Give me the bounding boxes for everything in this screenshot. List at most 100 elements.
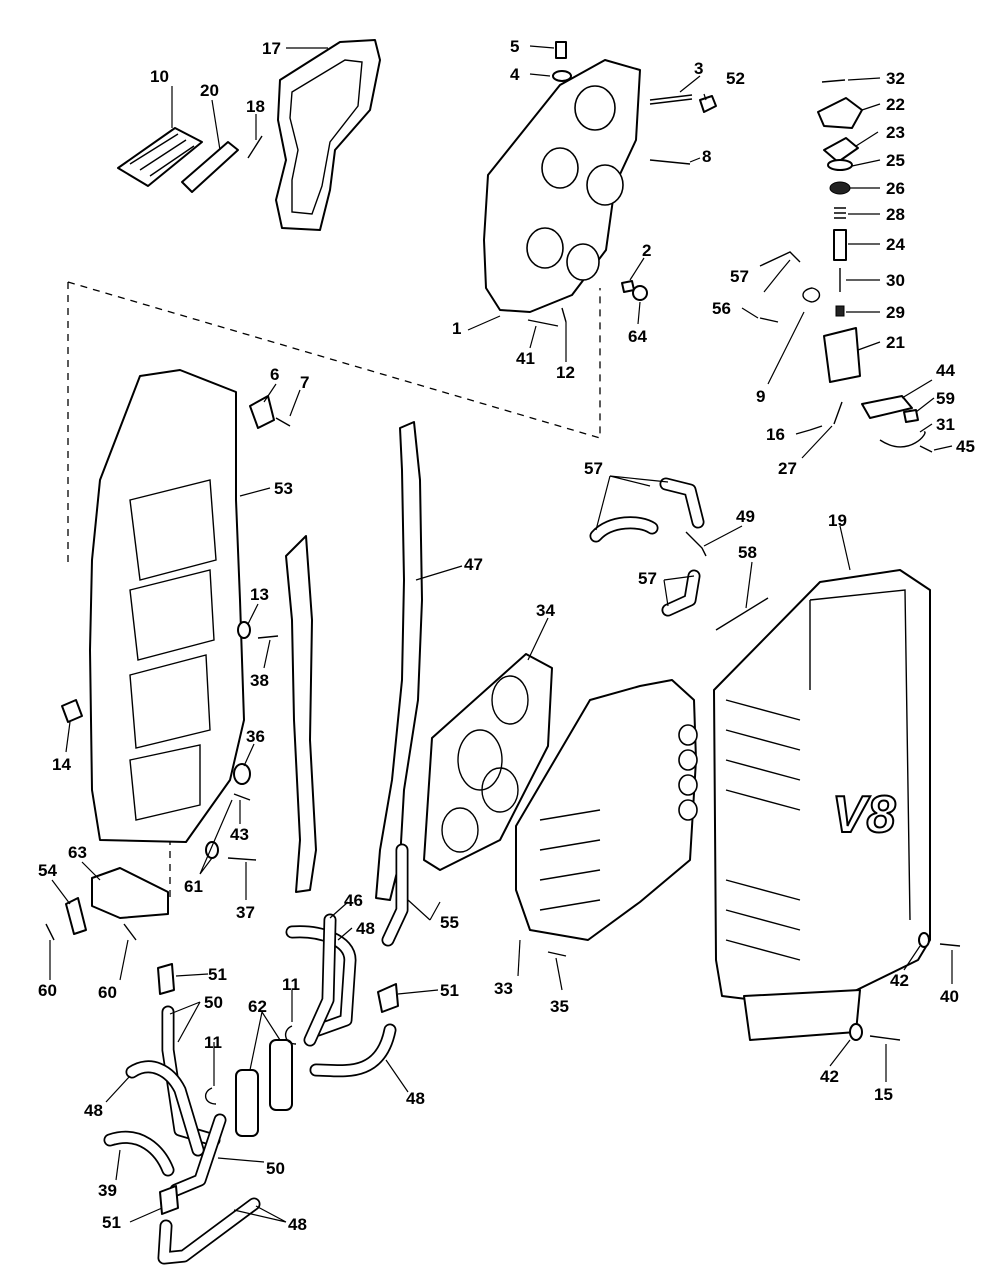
callout-59: 59 [936, 389, 955, 408]
tee-51a [157, 963, 175, 995]
callout-62: 62 [248, 997, 267, 1016]
callout-9: 9 [756, 387, 765, 406]
tee-51c [159, 1185, 179, 1215]
callout-51-low: 51 [102, 1213, 121, 1232]
callout-7: 7 [300, 373, 309, 392]
callout-28: 28 [886, 205, 905, 224]
screw-38 [257, 635, 279, 639]
screw-60-right [123, 923, 137, 941]
callout-13: 13 [250, 585, 269, 604]
callout-29: 29 [886, 303, 905, 322]
clip-11b [205, 1087, 217, 1105]
callout-8: 8 [702, 147, 711, 166]
bolt-5 [555, 41, 567, 59]
callout-60-left: 60 [38, 981, 57, 1000]
callout-25: 25 [886, 151, 905, 170]
clamp-63 [91, 867, 169, 919]
wire-31 [879, 431, 926, 448]
gasket-17 [275, 39, 381, 231]
pin-18 [247, 135, 263, 159]
callout-48-left: 48 [84, 1101, 103, 1120]
callout-50-top: 50 [204, 993, 223, 1012]
intake-manifold-33 [515, 679, 698, 941]
callout-4: 4 [510, 65, 520, 84]
screw-43 [233, 793, 251, 801]
callout-47: 47 [464, 555, 483, 574]
callout-31: 31 [936, 415, 955, 434]
cover-logo-text: V8 [832, 786, 896, 844]
filter-62a [235, 1069, 259, 1137]
callout-48-mid: 48 [356, 919, 375, 938]
callout-22: 22 [886, 95, 905, 114]
callout-15: 15 [874, 1085, 893, 1104]
callout-1: 1 [452, 319, 461, 338]
callout-10: 10 [150, 67, 169, 86]
callout-50-low: 50 [266, 1159, 285, 1178]
screw-60-left [45, 923, 55, 941]
callout-24: 24 [886, 235, 905, 254]
callout-38: 38 [250, 671, 269, 690]
bracket-6 [249, 395, 275, 429]
callout-42-lower: 42 [820, 1067, 839, 1086]
cap-14 [61, 699, 83, 723]
callout-26: 26 [886, 179, 905, 198]
reed-gasket-20 [181, 141, 239, 193]
washer-13 [237, 621, 251, 639]
reed-valve-10 [117, 127, 203, 187]
seal-29 [835, 305, 845, 317]
washer-4 [552, 70, 572, 82]
hoses-57 [589, 477, 707, 617]
callout-48-right: 48 [406, 1089, 425, 1108]
callout-58: 58 [738, 543, 757, 562]
disc-26 [829, 181, 851, 195]
callout-56: 56 [712, 299, 731, 318]
callout-53: 53 [274, 479, 293, 498]
washer-42-upper [918, 932, 930, 948]
leader-lines [49, 45, 953, 1223]
callout-2: 2 [642, 241, 651, 260]
screw-37 [227, 857, 257, 861]
washer-59 [903, 409, 919, 423]
grommet-36 [233, 763, 251, 785]
screw-40 [939, 943, 961, 947]
callout-11-top: 11 [282, 975, 300, 994]
callout-6: 6 [270, 365, 279, 384]
plate-25 [827, 159, 853, 171]
adapter-plate-53 [89, 369, 245, 843]
callout-23: 23 [886, 123, 905, 142]
callout-37: 37 [236, 903, 255, 922]
callout-61: 61 [184, 877, 203, 896]
callout-17: 17 [262, 39, 281, 58]
hoses-lower [103, 843, 409, 1265]
screw-7 [275, 417, 291, 427]
callout-11-low: 11 [204, 1033, 222, 1052]
callout-30: 30 [886, 271, 905, 290]
nut-52 [699, 95, 717, 113]
stud-3 [649, 94, 693, 105]
callout-32: 32 [886, 69, 905, 88]
callout-49: 49 [736, 507, 755, 526]
silencer-cover-19: V8 [713, 569, 931, 1041]
screw-16 [809, 425, 823, 431]
gasket-47 [375, 421, 423, 901]
callout-12: 12 [556, 363, 575, 382]
screw-12 [561, 307, 567, 323]
screw-15 [869, 1035, 901, 1041]
callout-21: 21 [886, 333, 905, 352]
callout-19: 19 [828, 511, 847, 530]
wire-27 [833, 401, 843, 425]
callout-48-bottom: 48 [288, 1215, 307, 1234]
filter-62b [269, 1039, 293, 1111]
rod-58 [715, 597, 769, 631]
callout-57-top: 57 [730, 267, 749, 286]
callout-35: 35 [550, 997, 569, 1016]
gasket-34 [423, 653, 553, 871]
clip-9 [802, 287, 821, 303]
callout-41: 41 [516, 349, 535, 368]
callout-14: 14 [52, 755, 71, 774]
screw-35 [547, 951, 567, 957]
hose-57-upper [759, 251, 801, 267]
clip-11a [285, 1025, 297, 1045]
callout-18: 18 [246, 97, 265, 116]
